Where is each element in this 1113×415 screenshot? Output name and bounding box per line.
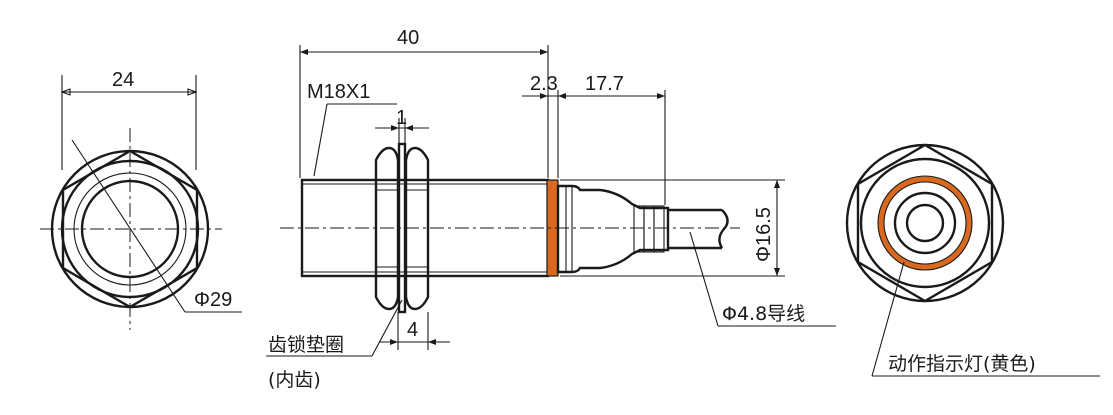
nut-gap-label: 1	[396, 107, 407, 129]
indicator-label: 动作指示灯(黄色)	[888, 353, 1036, 375]
overall-length-label: 40	[397, 27, 419, 49]
lamp-ring-label: 2.3	[530, 73, 558, 95]
nut-right	[404, 146, 430, 311]
thread-label: M18X1	[307, 81, 370, 103]
front-dia-label: Φ29	[194, 289, 232, 311]
washer-type-label: (内齿)	[268, 369, 321, 391]
washer-label: 齿锁垫圈	[268, 334, 344, 356]
rear-view	[845, 143, 1100, 377]
front-width-label: 24	[112, 69, 134, 91]
side-view	[266, 45, 836, 357]
front-view	[40, 75, 242, 330]
indicator-ring	[878, 176, 972, 270]
tail-label: 17.7	[585, 73, 624, 95]
cable-label: Φ4.8导线	[722, 303, 805, 325]
body-dia-label: Φ16.5	[753, 207, 775, 262]
washer-width-label: 4	[407, 319, 418, 341]
